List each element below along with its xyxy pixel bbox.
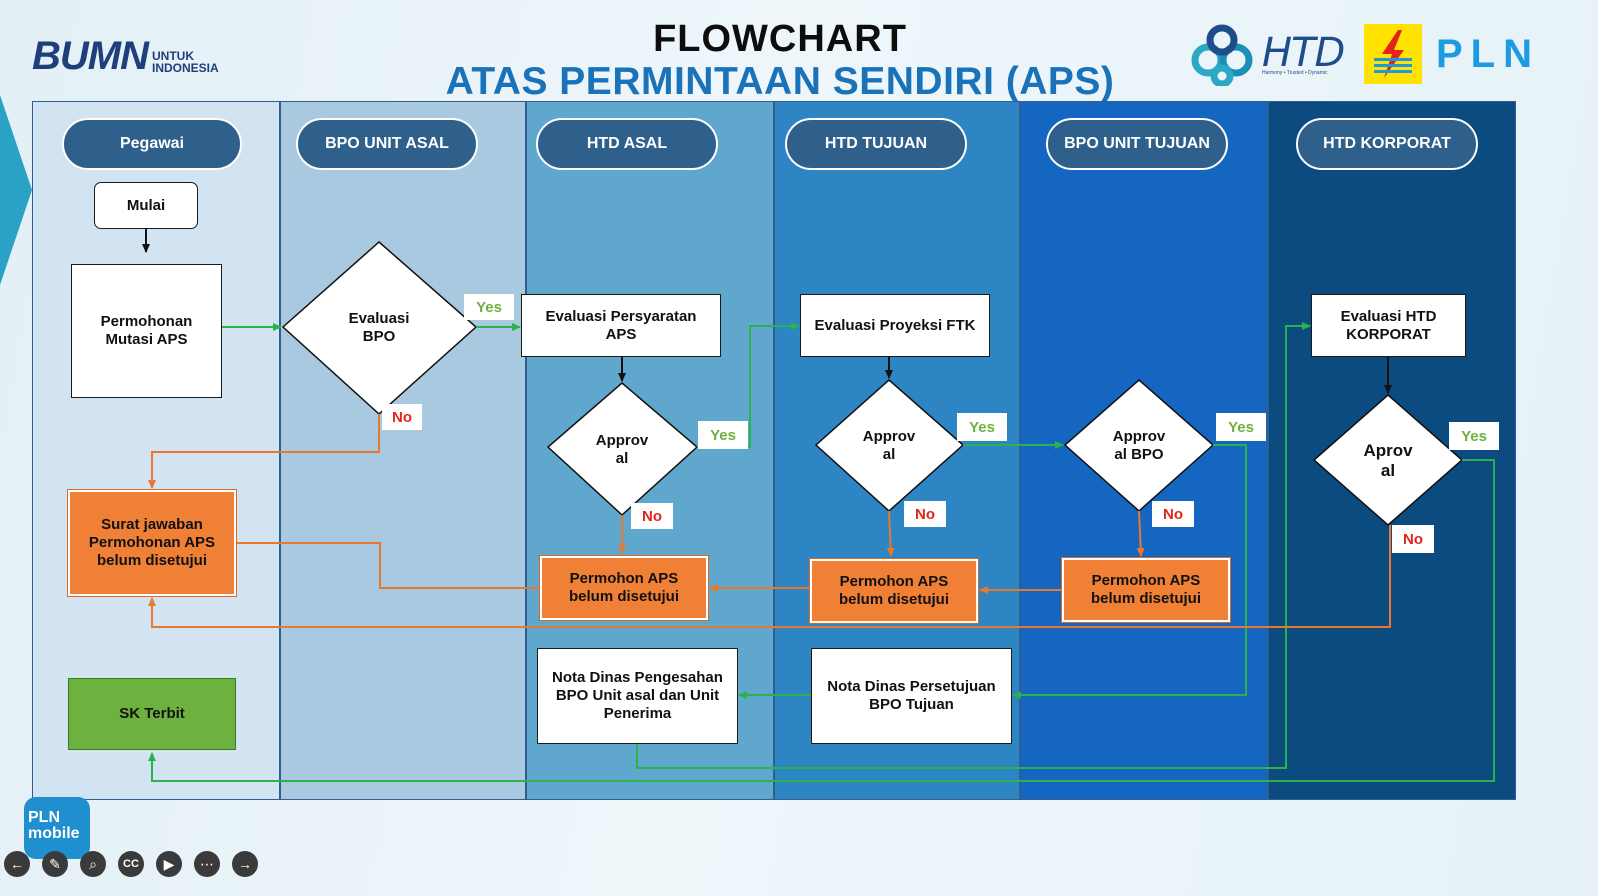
decorative-triangle (0, 95, 32, 285)
label-no-bpo: No (382, 404, 422, 430)
htd-logo-icon (1191, 24, 1253, 86)
lane-header-bpo-unit-tujuan: BPO UNIT TUJUAN (1046, 118, 1228, 170)
node-nota-persetujuan: Nota Dinas Persetujuan BPO Tujuan (811, 648, 1012, 744)
node-permohonan-belum-1: Permohon APS belum disetujui (539, 555, 709, 621)
label-no-korporat: No (1392, 525, 1434, 553)
node-evaluasi-proyeksi: Evaluasi Proyeksi FTK (800, 294, 990, 357)
bumn-logo-subtitle: UNTUK INDONESIA (152, 49, 219, 75)
label-yes-htd-tujuan: Yes (957, 413, 1007, 441)
text-approval-htd-asal: Approv al (595, 432, 649, 467)
node-evaluasi-persyaratan: Evaluasi Persyaratan APS (521, 294, 721, 357)
arrow-korporat-no (148, 525, 1391, 628)
node-permohonan-belum-3: Permohon APS belum disetujui (1061, 557, 1231, 623)
arrow-korporat-yes (148, 459, 1495, 782)
lane-header-bpo-unit-asal: BPO UNIT ASAL (296, 118, 478, 170)
pen-icon[interactable]: ✎ (42, 851, 68, 877)
page-subtitle: ATAS PERMINTAAN SENDIRI (APS) (445, 60, 1115, 103)
arrow-htd-tujuan-no (886, 510, 895, 557)
decision-approval-korporat (1312, 394, 1464, 526)
captions-icon[interactable]: CC (118, 851, 144, 877)
text-approval-korporat: Aprov al (1363, 441, 1413, 480)
arrow-bpo-no (148, 414, 380, 489)
lane-bpo-unit-asal (280, 101, 526, 800)
arrow-bpo-tujuan-yes (1012, 444, 1247, 699)
arrow-belum1-to-surat (236, 542, 540, 589)
pln-mobile-logo: PLN mobile (24, 797, 90, 859)
label-yes-bpo: Yes (464, 294, 514, 320)
text-approval-bpo: Approv al BPO (1112, 428, 1166, 463)
camera-off-icon[interactable]: ▶ (156, 851, 182, 877)
label-yes-htd-asal: Yes (698, 421, 748, 449)
label-yes-korporat: Yes (1449, 422, 1499, 450)
arrow-bpo-tujuan-no (1136, 510, 1145, 557)
label-yes-bpo-tujuan: Yes (1216, 413, 1266, 441)
node-sk-terbit: SK Terbit (68, 678, 236, 750)
node-permohonan-belum-2: Permohon APS belum disetujui (809, 558, 979, 624)
label-no-htd-asal: No (631, 503, 673, 529)
back-arrow-icon[interactable]: ← (4, 851, 30, 877)
bumn-logo: BUMN (32, 34, 149, 78)
label-no-bpo-tujuan: No (1152, 501, 1194, 527)
zoom-icon[interactable]: ⌕ (80, 851, 106, 877)
text-approval-htd-tujuan: Approv al (862, 428, 916, 463)
lane-header-htd-korporat: HTD KORPORAT (1296, 118, 1478, 170)
node-evaluasi-htd-korporat: Evaluasi HTD KORPORAT (1311, 294, 1466, 357)
text-evaluasi-bpo: Evaluasi BPO (348, 310, 410, 345)
node-permohonan-mutasi: Permohonan Mutasi APS (71, 264, 222, 398)
lane-header-htd-asal: HTD ASAL (536, 118, 718, 170)
forward-arrow-icon[interactable]: → (232, 851, 258, 877)
htd-tagline: Harmony • Trusted • Dynamic (1262, 70, 1328, 76)
more-icon[interactable]: ⋯ (194, 851, 220, 877)
node-nota-pengesahan: Nota Dinas Pengesahan BPO Unit asal dan … (537, 648, 738, 744)
lane-header-pegawai: Pegawai (62, 118, 242, 170)
node-mulai: Mulai (94, 182, 198, 229)
arrow-pengesahan-to-korporat (636, 322, 1311, 769)
lane-header-htd-tujuan: HTD TUJUAN (785, 118, 967, 170)
label-no-htd-tujuan: No (904, 501, 946, 527)
htd-logo-text: HTD (1262, 30, 1345, 76)
pln-logo-text: PLN (1436, 32, 1540, 76)
pln-logo-icon (1364, 24, 1422, 84)
node-surat-jawaban: Surat jawaban Permohonan APS belum diset… (67, 489, 237, 597)
page-title: FLOWCHART (653, 18, 907, 60)
